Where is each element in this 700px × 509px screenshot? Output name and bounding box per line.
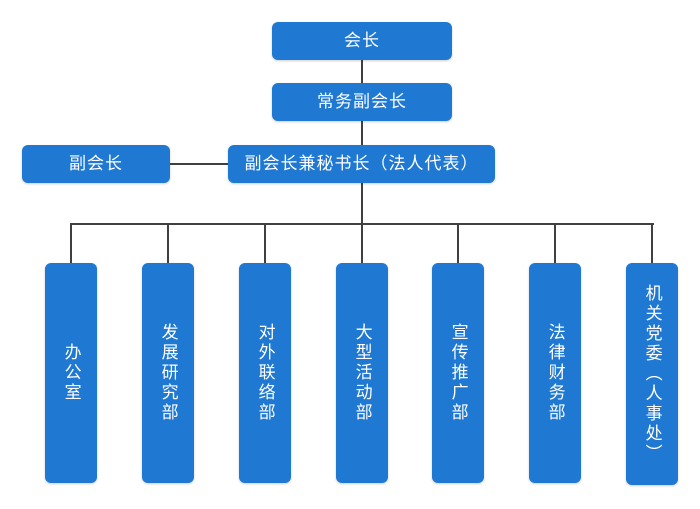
node-legal-finance-label: 法律财务部 <box>545 323 565 423</box>
node-exec-vice-chairman[interactable]: 常务副会长 <box>272 83 452 121</box>
connector-drop-legal-finance <box>554 223 556 263</box>
connector-exec-to-secretary <box>361 121 363 145</box>
node-secretary-general-label: 副会长兼秘书长（法人代表） <box>244 153 479 173</box>
node-promotion-label: 宣传推广部 <box>448 323 468 423</box>
node-development-research-label: 发展研究部 <box>158 323 178 423</box>
node-chairman[interactable]: 会长 <box>272 22 452 60</box>
node-external-liaison[interactable]: 对外联络部 <box>239 263 291 483</box>
node-legal-finance[interactable]: 法律财务部 <box>529 263 581 483</box>
node-exec-vice-chairman-label: 常务副会长 <box>317 91 407 111</box>
node-promotion[interactable]: 宣传推广部 <box>432 263 484 483</box>
node-party-committee[interactable]: 机关党委（人事处） <box>626 263 678 485</box>
node-party-committee-label: 机关党委（人事处） <box>642 284 662 464</box>
connector-drop-major-events <box>361 223 363 263</box>
connector-vicechair-to-secretary <box>170 163 228 165</box>
node-chairman-label: 会长 <box>344 30 380 50</box>
connector-chairman-to-exec <box>361 60 363 83</box>
connector-drop-external-liaison <box>264 223 266 263</box>
node-office-label: 办公室 <box>61 343 81 403</box>
connector-drop-development-research <box>167 223 169 263</box>
connector-drop-promotion <box>457 223 459 263</box>
node-vice-chairman-label: 副会长 <box>69 153 123 173</box>
node-major-events[interactable]: 大型活动部 <box>336 263 388 483</box>
node-development-research[interactable]: 发展研究部 <box>142 263 194 483</box>
node-external-liaison-label: 对外联络部 <box>255 323 275 423</box>
connector-secretary-to-bus <box>361 183 363 225</box>
node-office[interactable]: 办公室 <box>45 263 97 483</box>
node-vice-chairman[interactable]: 副会长 <box>22 145 170 183</box>
node-secretary-general[interactable]: 副会长兼秘书长（法人代表） <box>228 145 495 183</box>
connector-drop-party-committee <box>651 223 653 263</box>
node-major-events-label: 大型活动部 <box>352 323 372 423</box>
connector-drop-office <box>70 223 72 263</box>
